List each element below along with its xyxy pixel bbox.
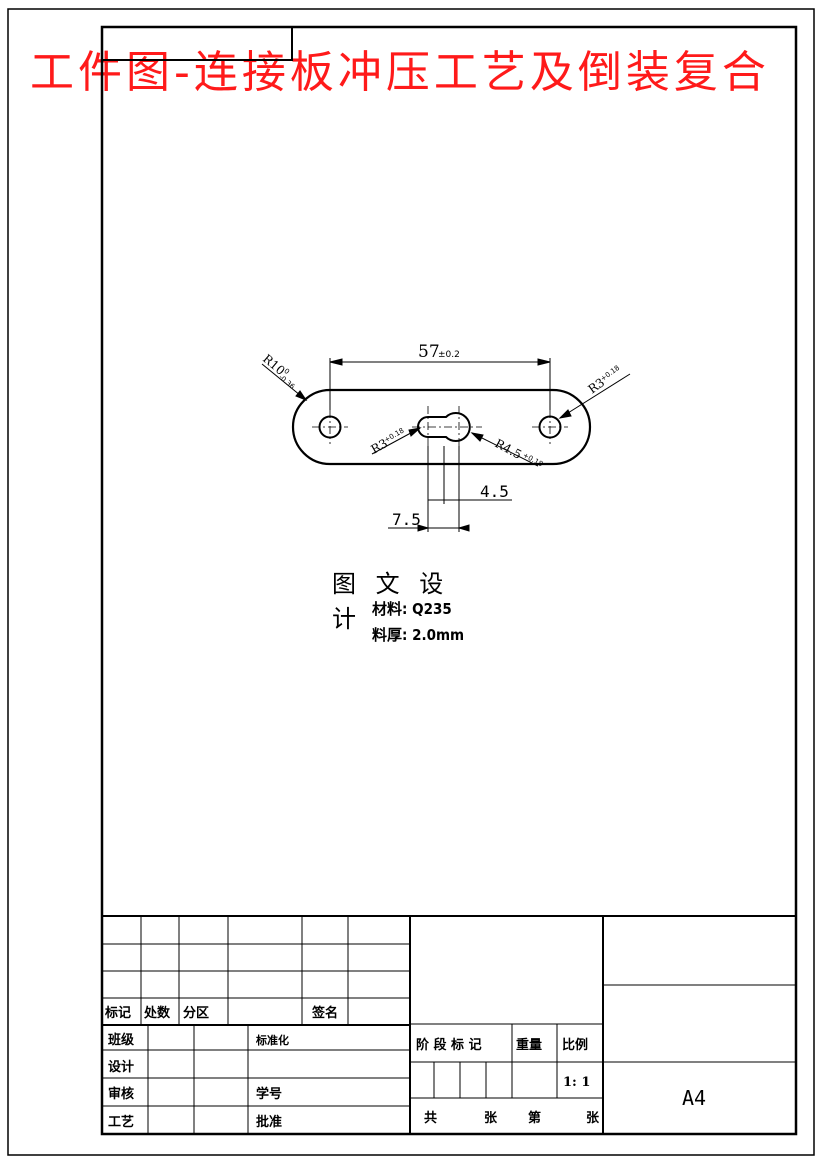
- dim-r-hole: [558, 373, 631, 419]
- tb-weight: 重量: [516, 1037, 542, 1053]
- dim-offset-small: 4.5: [480, 482, 509, 501]
- svg-text:-0.36: -0.36: [277, 373, 296, 391]
- dim-length-value: 57: [418, 342, 440, 362]
- tb-sheets: 张: [484, 1111, 498, 1126]
- tb-process: 工艺: [108, 1114, 134, 1130]
- svg-text:0: 0: [282, 367, 291, 376]
- part-outline: [291, 388, 592, 466]
- tb-student-id: 学号: [256, 1086, 282, 1102]
- sheet-size: A4: [682, 1086, 707, 1110]
- tb-total: 共: [424, 1110, 437, 1126]
- inner-frame: [100, 25, 798, 1136]
- tb-scale-value: 1: 1: [563, 1075, 590, 1090]
- dim-offsets: [388, 446, 512, 532]
- tb-class: 班级: [108, 1032, 135, 1048]
- dim-r-slot: [371, 427, 539, 467]
- caption-material: 材料: Q235: [372, 600, 452, 618]
- tb-count: 处数: [143, 1005, 171, 1021]
- tb-sheets2: 张: [586, 1111, 600, 1126]
- tb-scale: 比例: [562, 1037, 588, 1053]
- center-lines: [312, 406, 568, 448]
- svg-text:+0.18: +0.18: [599, 364, 621, 383]
- svg-text:R4.5: R4.5: [493, 436, 524, 462]
- title-block-grid: [102, 915, 796, 1134]
- drawing-banner-title: 工件图-连接板冲压工艺及倒装复合: [30, 47, 770, 98]
- dim-length-tol: ±0.2: [438, 350, 460, 360]
- dim-r-slot-right-label: R4.5 +0.18: [493, 436, 545, 468]
- outer-border: [7, 8, 815, 1156]
- tb-stage-mark: 阶 段 标 记: [416, 1037, 482, 1053]
- tb-review: 审核: [108, 1086, 134, 1102]
- title-block-divider: [102, 1024, 410, 1026]
- tb-design: 设计: [108, 1059, 134, 1075]
- tb-mark: 标记: [104, 1005, 131, 1021]
- tb-zone: 分区: [183, 1005, 209, 1021]
- tb-signature: 签名: [311, 1005, 338, 1021]
- caption-title: 图 文 设 计: [332, 570, 450, 633]
- tb-standardize: 标准化: [255, 1033, 289, 1047]
- caption-thickness: 料厚: 2.0mm: [372, 626, 465, 644]
- dim-length: [329, 358, 551, 410]
- tb-approve: 批准: [256, 1114, 282, 1130]
- dim-offset-large: 7.5: [392, 510, 421, 529]
- dim-r-outer-label: R10 0 -0.36: [260, 352, 297, 392]
- dim-r-outer: [261, 363, 308, 402]
- dim-r-slot-left-label: R3 +0.18: [369, 427, 406, 457]
- tb-sheet-no: 第: [528, 1110, 541, 1126]
- dim-r-hole-label: R3 +0.18: [586, 364, 622, 397]
- corner-box: [102, 27, 293, 61]
- svg-text:+0.18: +0.18: [521, 451, 544, 468]
